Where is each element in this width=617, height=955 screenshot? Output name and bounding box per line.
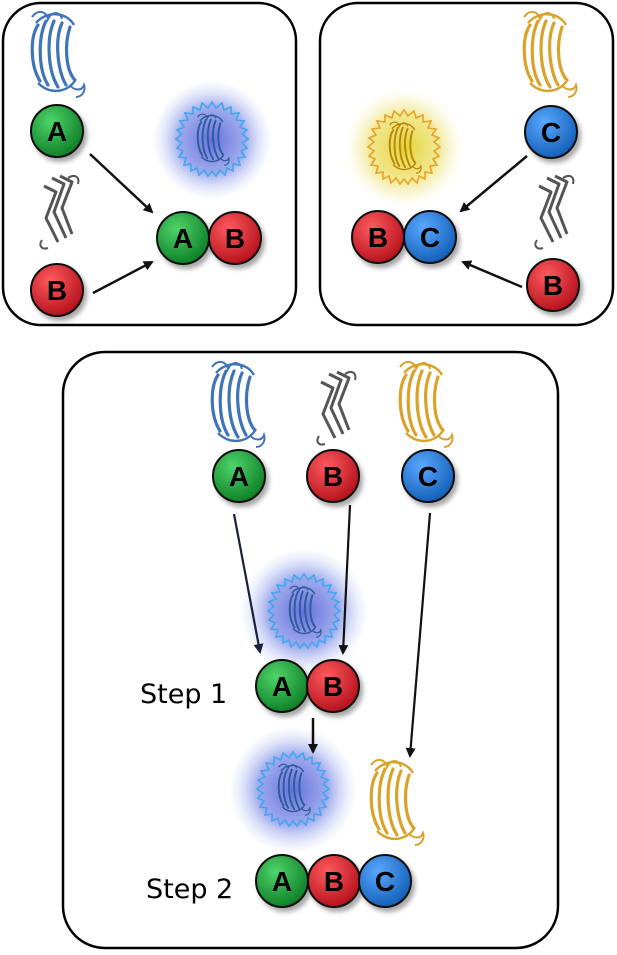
complex-b	[208, 211, 262, 265]
node-b	[306, 449, 360, 503]
node-b-label: B	[323, 461, 343, 492]
arrow-icon	[232, 513, 264, 654]
node-c-label: C	[541, 117, 561, 148]
node-b-label: B	[543, 270, 563, 301]
arrow-icon	[92, 260, 154, 295]
step1-complex-b-label: B	[323, 671, 343, 702]
complex-c-label: C	[420, 222, 440, 253]
node-c-label: C	[418, 461, 438, 492]
complex-a-label: A	[173, 223, 193, 254]
arrow-icon	[89, 153, 154, 214]
step1-complex-b	[306, 659, 360, 713]
complex-b-label: B	[368, 222, 388, 253]
node-b	[526, 258, 580, 312]
node-a-label: A	[229, 461, 249, 492]
fluorescence-glow-icon	[229, 726, 357, 854]
fluorescence-glow-icon	[152, 80, 272, 200]
node-c	[524, 105, 578, 159]
node-c	[401, 449, 455, 503]
complex-c	[403, 210, 457, 264]
node-a	[212, 449, 266, 503]
step2-complex-c-label: C	[375, 866, 395, 897]
arrow-icon	[459, 155, 528, 213]
fluorescence-glow-icon	[344, 88, 464, 208]
node-b	[30, 263, 84, 317]
arrow-icon	[461, 260, 523, 289]
step2-complex-a-label: A	[272, 866, 292, 897]
complex-b-label: B	[225, 223, 245, 254]
node-a-label: A	[47, 116, 67, 147]
arrow-icon	[405, 512, 432, 758]
fluorescence-glow-icon	[240, 548, 368, 676]
node-a	[30, 104, 84, 158]
step1-complex-a-label: A	[272, 671, 292, 702]
step2-complex-c	[358, 854, 412, 908]
step2-complex-b-label: B	[324, 866, 344, 897]
step-1-label: Step 1	[140, 679, 227, 710]
step-2-label: Step 2	[146, 874, 233, 905]
node-b-label: B	[47, 275, 67, 306]
arrow-icon	[338, 504, 352, 655]
